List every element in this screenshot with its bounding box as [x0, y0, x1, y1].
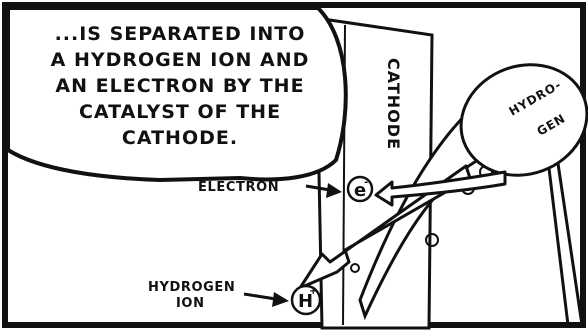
hydrogen-ion: H + [292, 286, 320, 314]
cathode-label: CATHODE [384, 58, 403, 150]
electron: e - [348, 177, 372, 201]
speech-line-3: AN ELECTRON BY THE [55, 75, 304, 97]
hydrogen-ion-label-line2: ION [176, 296, 205, 311]
hydrogen-ion-label-line1: HYDROGEN [148, 280, 235, 295]
electron-label: ELECTRON [198, 180, 279, 195]
speech-line-5: CATHODE. [122, 127, 238, 149]
speech-line-2: A HYDROGEN ION AND [51, 49, 310, 71]
speech-line-4: CATALYST OF THE [79, 101, 281, 123]
hydrogen-ion-charge: + [309, 286, 317, 297]
electron-charge: - [364, 177, 368, 188]
speech-bubble: ...IS SEPARATED INTO A HYDROGEN ION AND … [8, 8, 346, 180]
speech-line-1: ...IS SEPARATED INTO [55, 23, 306, 45]
